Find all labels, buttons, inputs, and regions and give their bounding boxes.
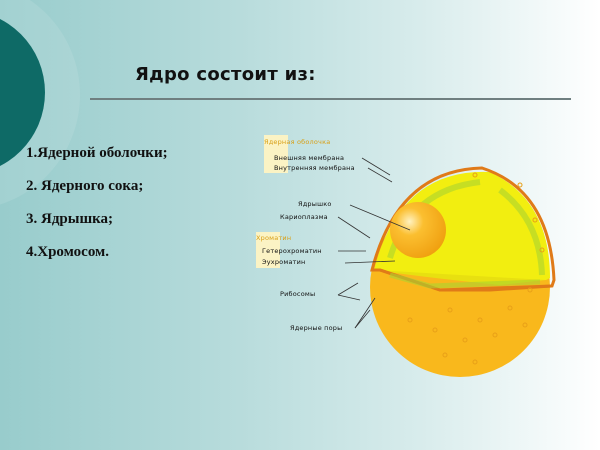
slide-title: Ядро состоит из: <box>135 64 316 85</box>
components-list: 1.Ядерной оболочки; 2. Ядерного сока; 3.… <box>26 143 168 275</box>
list-item: 1.Ядерной оболочки; <box>26 145 168 161</box>
nucleus-diagram: Ядерная оболочка Внешняя мембрана Внутре… <box>250 130 570 420</box>
list-item: 2. Ядерного сока; <box>26 178 144 194</box>
label-nuclear-envelope: Ядерная оболочка <box>264 138 331 146</box>
label-highlight <box>256 232 280 268</box>
label-outer-membrane: Внешняя мембрана <box>274 154 345 162</box>
label-inner-membrane: Внутренняя мембрана <box>274 164 355 172</box>
label-highlight <box>264 135 288 173</box>
label-karyoplasm: Кариоплазма <box>280 213 328 221</box>
label-nucleolus: Ядрышко <box>298 200 332 208</box>
title-divider <box>90 98 571 100</box>
nucleus-illustration <box>337 157 556 377</box>
list-item: 4.Хромосом. <box>26 244 109 260</box>
label-nuclear-pores: Ядерные поры <box>290 324 343 332</box>
label-heterochromatin: Гетерохроматин <box>262 247 322 255</box>
label-euchromatin: Эухроматин <box>262 258 306 266</box>
label-chromatin: Хроматин <box>256 234 292 242</box>
list-item: 3. Ядрышка; <box>26 211 114 227</box>
label-ribosomes: Рибосомы <box>280 290 316 298</box>
